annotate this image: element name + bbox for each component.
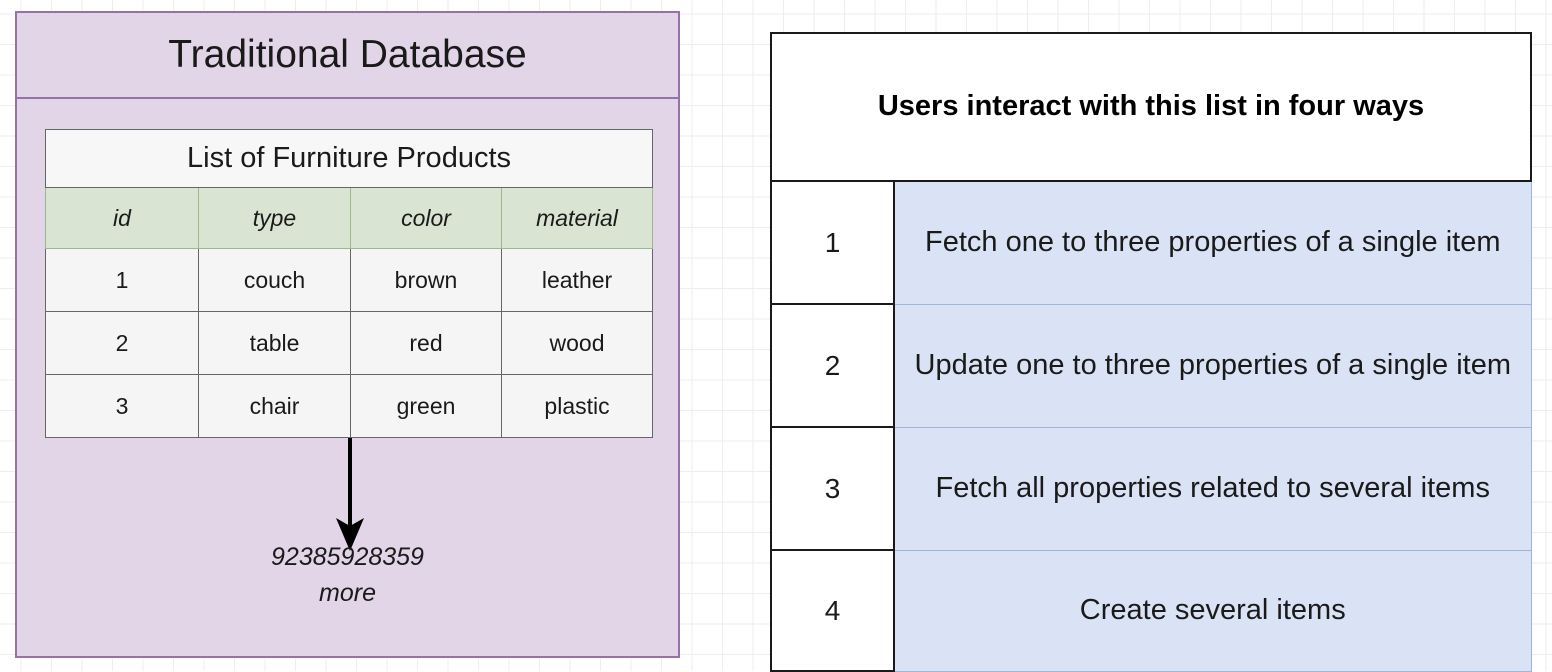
list-item: 4 Create several items <box>770 549 1532 672</box>
furniture-table-caption: List of Furniture Products <box>44 129 654 188</box>
down-arrow-icon <box>336 438 364 551</box>
interaction-description: Fetch one to three properties of a singl… <box>893 180 1532 305</box>
user-interactions-table: Users interact with this list in four wa… <box>770 32 1532 672</box>
interaction-number: 3 <box>770 426 895 551</box>
interaction-description: Update one to three properties of a sing… <box>893 303 1532 428</box>
interaction-number: 2 <box>770 303 895 428</box>
column-header-id: id <box>45 187 199 249</box>
interaction-description: Create several items <box>893 549 1532 672</box>
table-caption-row: List of Furniture Products <box>44 129 654 188</box>
cell-type: chair <box>198 374 351 438</box>
table-header-row: id type color material <box>45 187 654 249</box>
overflow-count: 92385928359 <box>271 543 424 571</box>
overflow-caption: 92385928359 more <box>17 540 678 611</box>
traditional-database-title: Traditional Database <box>168 33 527 76</box>
list-item: 1 Fetch one to three properties of a sin… <box>770 180 1532 305</box>
column-header-color: color <box>350 187 502 249</box>
interaction-description: Fetch all properties related to several … <box>893 426 1532 551</box>
traditional-database-title-band: Traditional Database <box>17 13 678 99</box>
cell-id: 1 <box>45 248 199 312</box>
cell-material: leather <box>500 248 654 312</box>
list-item: 3 Fetch all properties related to severa… <box>770 426 1532 551</box>
furniture-products-table: List of Furniture Products id type color… <box>44 129 654 438</box>
cell-color: red <box>350 311 502 375</box>
overflow-more-label: more <box>319 578 376 607</box>
cell-material: plastic <box>500 374 654 438</box>
cell-type: couch <box>198 248 351 312</box>
table-row: 2 table red wood <box>45 311 654 375</box>
column-header-material: material <box>500 187 654 249</box>
cell-id: 2 <box>45 311 199 375</box>
interactions-title: Users interact with this list in four wa… <box>770 32 1532 182</box>
traditional-database-panel: Traditional Database List of Furniture P… <box>15 11 680 658</box>
list-item: 2 Update one to three properties of a si… <box>770 303 1532 428</box>
table-row: 1 couch brown leather <box>45 248 654 312</box>
cell-color: brown <box>350 248 502 312</box>
table-row: 3 chair green plastic <box>45 374 654 438</box>
interaction-number: 1 <box>770 180 895 305</box>
column-header-type: type <box>198 187 351 249</box>
cell-type: table <box>198 311 351 375</box>
interaction-number: 4 <box>770 549 895 672</box>
cell-id: 3 <box>45 374 199 438</box>
cell-color: green <box>350 374 502 438</box>
cell-material: wood <box>500 311 654 375</box>
interactions-header-row: Users interact with this list in four wa… <box>770 32 1532 182</box>
